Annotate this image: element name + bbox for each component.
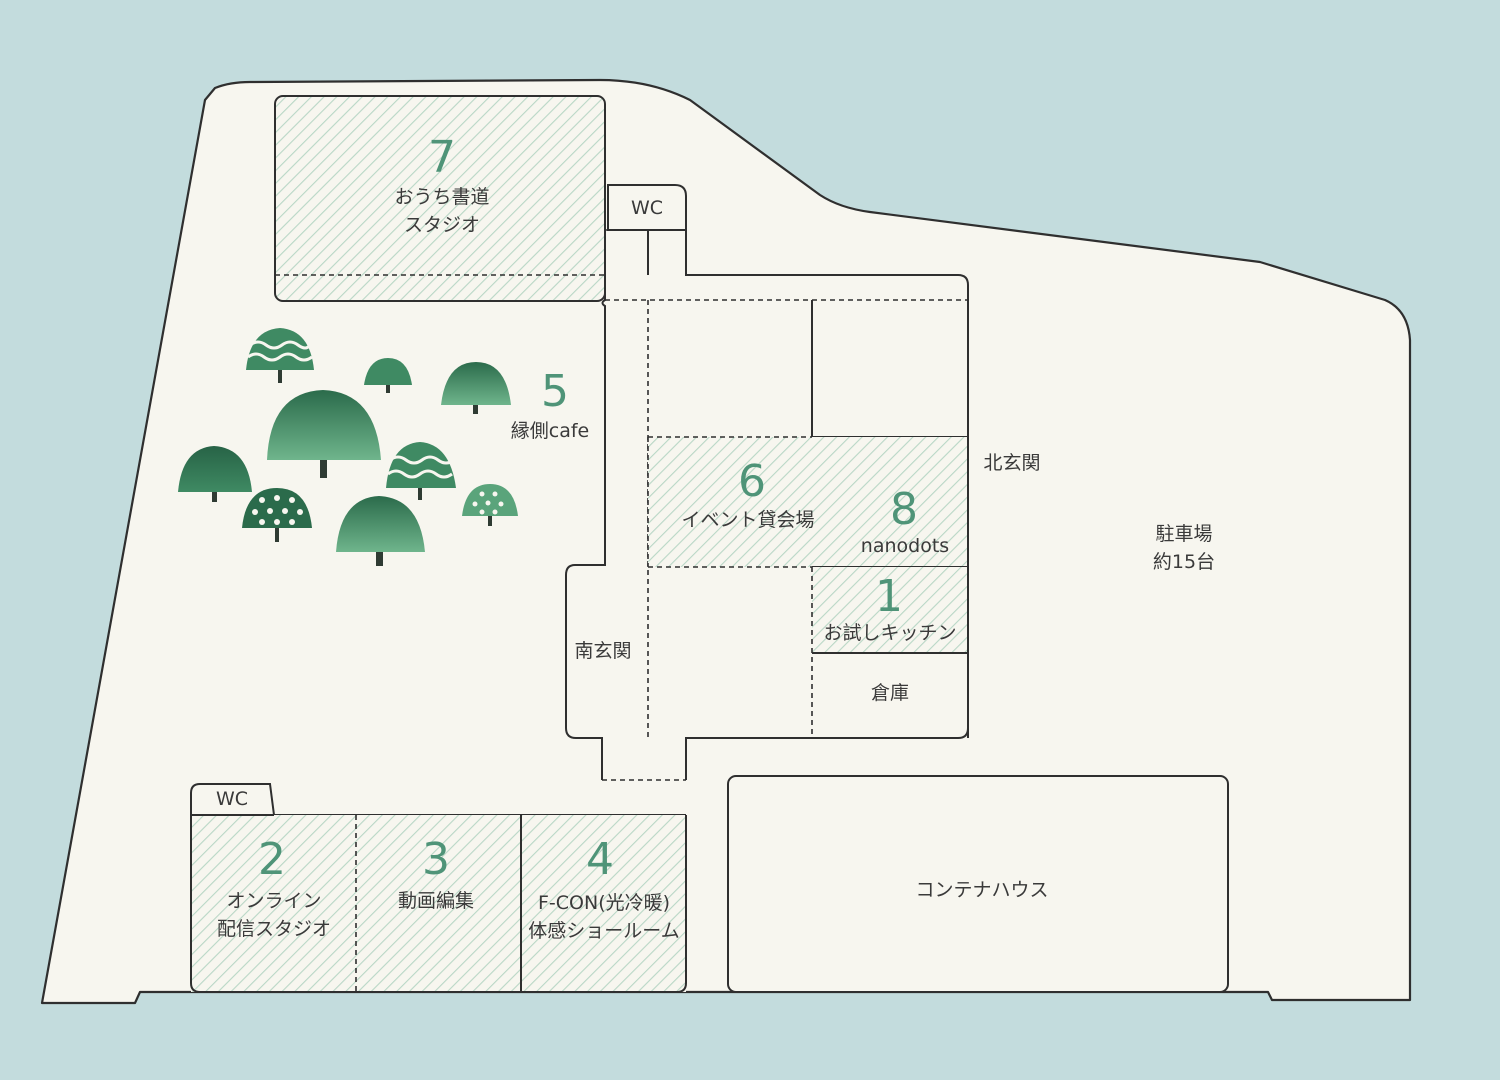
tree-icon bbox=[267, 390, 381, 478]
room-6-number: 6 bbox=[738, 456, 766, 507]
room-1-number: 1 bbox=[875, 571, 903, 622]
tree-icon bbox=[242, 488, 312, 542]
tree-icon bbox=[386, 442, 456, 500]
container-house-label: コンテナハウス bbox=[915, 879, 1049, 901]
room-2-number: 2 bbox=[258, 834, 286, 885]
wc-bottom-label: WC bbox=[215, 788, 249, 810]
room-6-area bbox=[648, 437, 968, 567]
tree-icon bbox=[178, 446, 252, 502]
tree-icon bbox=[462, 484, 518, 526]
tree-icon bbox=[364, 358, 412, 393]
wc-top-label: WC bbox=[630, 197, 664, 219]
container-house-box bbox=[727, 775, 1229, 993]
tree-icon bbox=[336, 496, 425, 566]
room-7-name: おうち書道 スタジオ bbox=[394, 186, 490, 236]
room-8-number: 8 bbox=[890, 484, 918, 535]
room-5-name: 縁側cafe bbox=[510, 420, 590, 442]
room-7-number: 7 bbox=[428, 132, 456, 183]
room-2-name: オンライン 配信スタジオ bbox=[216, 890, 332, 940]
room-5-number: 5 bbox=[541, 366, 569, 417]
room-3-area bbox=[356, 815, 521, 992]
room-4-name: F-CON(光冷暖) 体感ショールーム bbox=[528, 892, 680, 942]
room-3-number: 3 bbox=[422, 834, 450, 885]
tree-icon bbox=[246, 328, 314, 383]
south-entrance-label: 南玄関 bbox=[574, 640, 632, 662]
room-4-area bbox=[521, 815, 686, 992]
room-3-name: 動画編集 bbox=[397, 890, 475, 912]
room-8-name: nanodots bbox=[860, 535, 950, 557]
parking-label: 駐車場 約15台 bbox=[1152, 523, 1216, 573]
tree-icon bbox=[441, 362, 511, 414]
storage-label: 倉庫 bbox=[870, 682, 910, 704]
room-7-area bbox=[274, 95, 606, 302]
north-entrance-label: 北玄関 bbox=[983, 452, 1041, 474]
room-2-area bbox=[191, 815, 356, 992]
room-1-name: お試しキッチン bbox=[823, 622, 957, 644]
room-1-area bbox=[812, 567, 968, 653]
wc-top-box bbox=[607, 184, 687, 231]
room-6-name: イベント貸会場 bbox=[681, 509, 815, 531]
room-4-number: 4 bbox=[586, 834, 614, 885]
